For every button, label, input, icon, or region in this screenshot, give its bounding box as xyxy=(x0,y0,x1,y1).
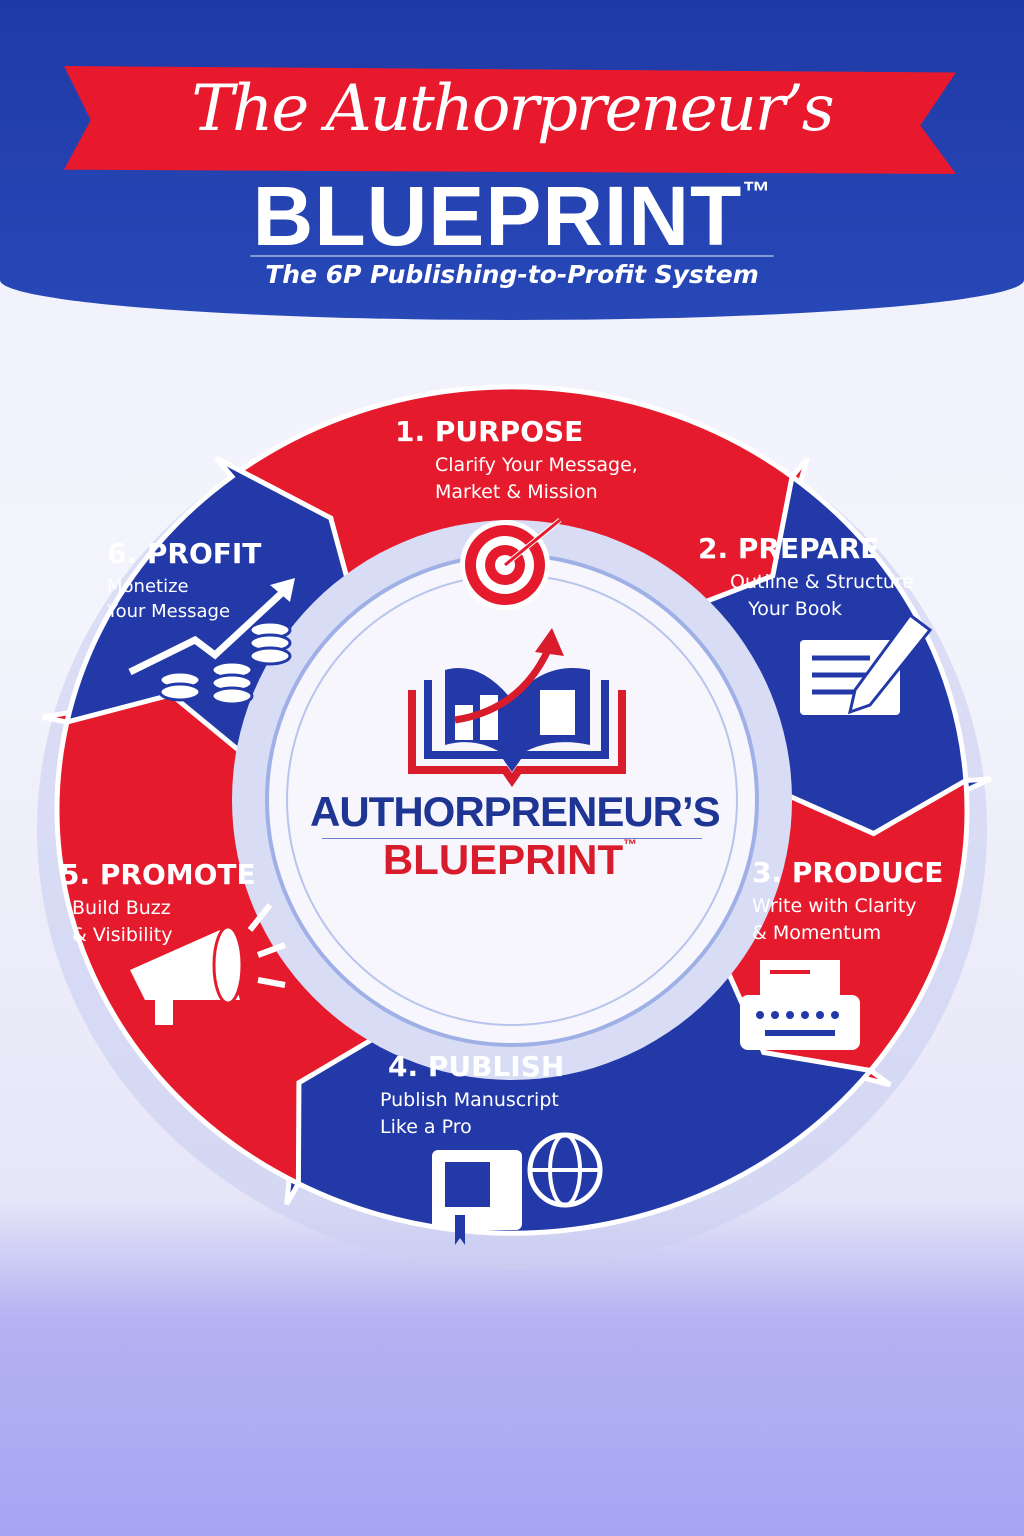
title-main: BLUEPRINT™ xyxy=(0,168,1024,265)
step-promote: 5. PROMOTE Build Buzz& Visibility xyxy=(60,858,256,949)
step-title: 2. PREPARE xyxy=(698,532,880,565)
step-description: Write with Clarity& Momentum xyxy=(752,895,917,944)
center-logo-line2-text: BLUEPRINT xyxy=(382,836,624,883)
target-icon xyxy=(460,518,562,610)
center-logo-line2: BLUEPRINT™ xyxy=(310,836,710,884)
step-title: 4. PUBLISH xyxy=(388,1050,565,1083)
step-title: 6. PROFIT xyxy=(107,537,262,570)
book-logo-icon xyxy=(408,628,626,787)
subtitle: The 6P Publishing-to-Profit System xyxy=(265,260,759,289)
trademark: ™ xyxy=(742,176,772,207)
divider xyxy=(250,255,774,257)
step-description: Outline & Structure Your Book xyxy=(730,571,915,620)
step-description: Build Buzz& Visibility xyxy=(72,897,173,946)
notepad-pencil-icon xyxy=(800,612,933,715)
center-trademark: ™ xyxy=(623,836,638,852)
coins-growth-icon xyxy=(128,578,295,706)
step-prepare: 2. PREPARE Outline & Structure Your Book xyxy=(698,532,914,623)
title-script: The Authorpreneur’s xyxy=(191,72,834,146)
step-purpose: 1. PURPOSE Clarify Your Message,Market &… xyxy=(395,415,638,506)
step-description: Clarify Your Message,Market & Mission xyxy=(435,454,638,503)
step-title: 1. PURPOSE xyxy=(395,415,584,448)
center-logo-line1: AUTHORPRENEUR’S xyxy=(310,788,721,835)
typewriter-icon xyxy=(740,960,860,1050)
book-globe-icon xyxy=(432,1132,603,1245)
title-main-text: BLUEPRINT xyxy=(252,169,743,263)
title-ribbon xyxy=(64,66,956,174)
megaphone-icon xyxy=(130,903,287,1025)
step-title: 3. PRODUCE xyxy=(752,856,944,889)
center-logo-divider xyxy=(322,838,702,839)
step-produce: 3. PRODUCE Write with Clarity& Momentum xyxy=(752,856,943,947)
step-title: 5. PROMOTE xyxy=(60,858,256,891)
